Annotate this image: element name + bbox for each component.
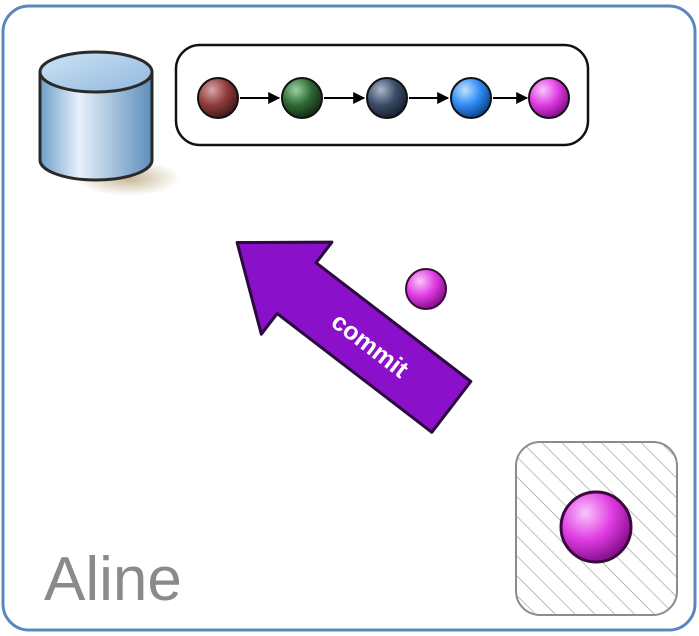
commit-node-3: [366, 77, 408, 119]
pending-change-dot: [405, 268, 447, 310]
commit-history-nodes: [197, 77, 570, 119]
owner-label: Aline: [44, 545, 182, 614]
commit-node-2: [281, 77, 323, 119]
working-copy-dot: [559, 490, 633, 564]
commit-node-5: [528, 77, 570, 119]
working-copy-icon: [515, 441, 678, 616]
database-icon: [38, 50, 180, 196]
commit-node-4: [450, 77, 492, 119]
commit-node-1: [197, 77, 239, 119]
